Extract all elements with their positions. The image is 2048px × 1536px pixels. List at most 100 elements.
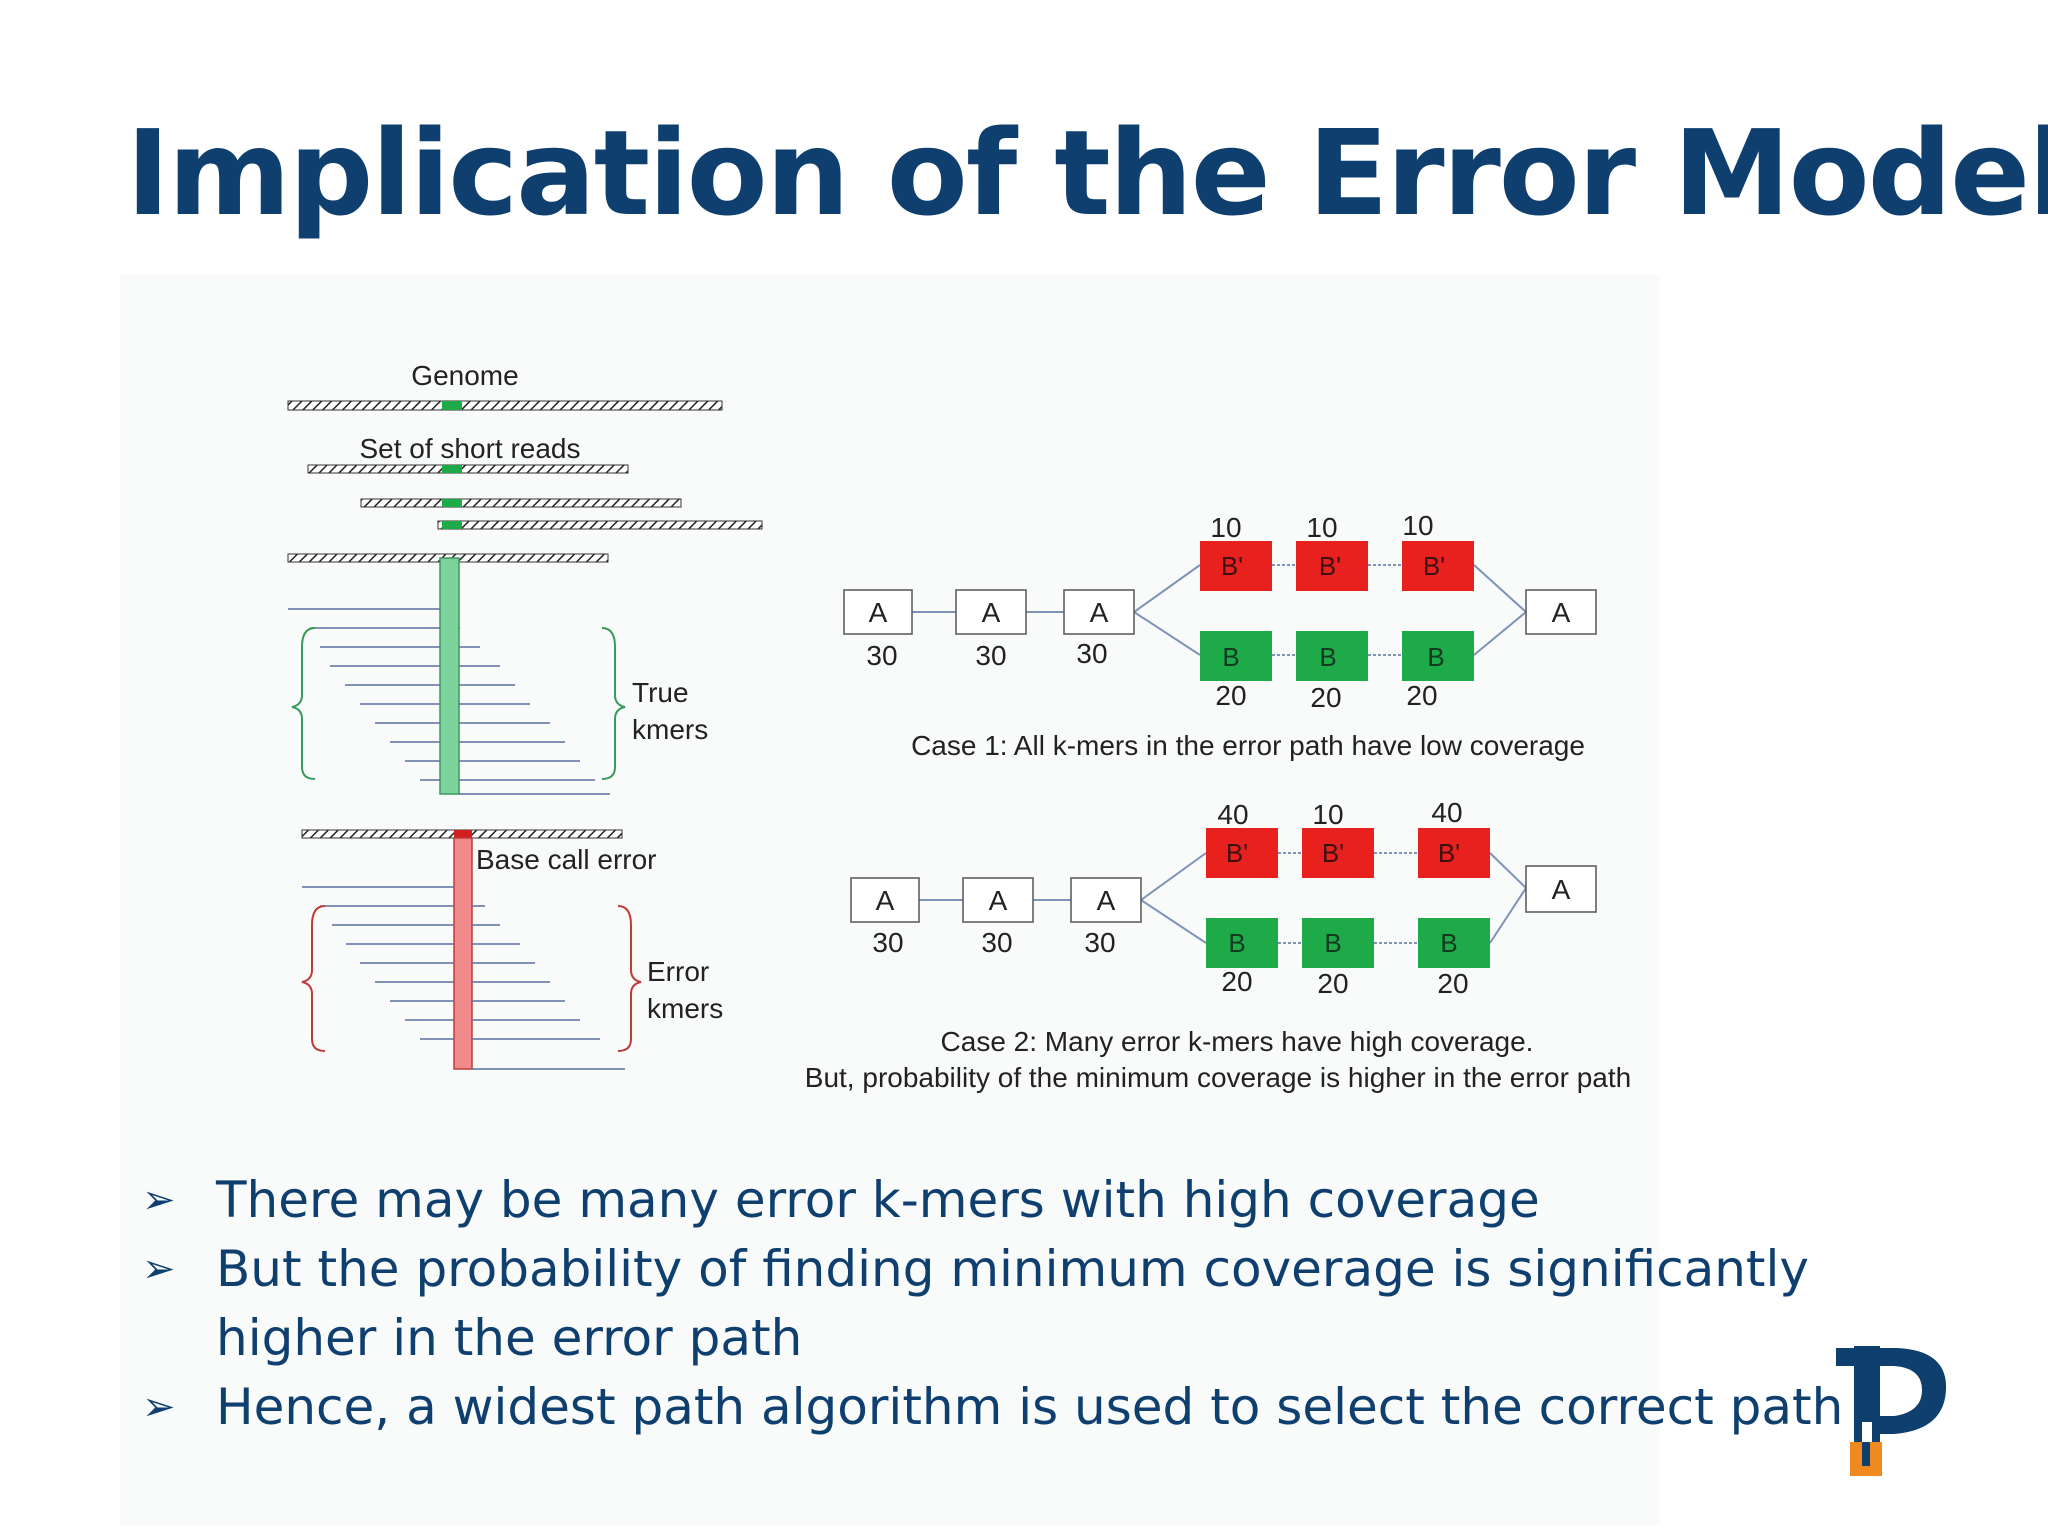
case1-graph: A A A A 30 30 30 10 10 10 20 20 20 B' B'…: [843, 510, 1597, 761]
institution-logo-icon: [1836, 1346, 1947, 1476]
error-kmers-label-line2: kmers: [647, 993, 723, 1024]
bullet-text: There may be many error k-mers with high…: [216, 1171, 1540, 1229]
arrow-bullet-icon: ➢: [142, 1246, 176, 1292]
case1-true-node-coverage: 20: [1310, 682, 1341, 713]
case2-true-node: [1418, 918, 1490, 968]
case2-node-a-coverage: 30: [1084, 927, 1115, 958]
case1-caption: Case 1: All k-mers in the error path hav…: [911, 730, 1585, 761]
case1-error-node-label: B': [1423, 551, 1445, 581]
arrow-bullet-icon: ➢: [142, 1177, 176, 1223]
case1-error-node: [1296, 541, 1368, 591]
case2-true-node: [1302, 918, 1374, 968]
case2-error-node: [1302, 828, 1374, 878]
true-kmer-brace-right: [601, 627, 626, 780]
case2-true-node-coverage: 20: [1221, 966, 1252, 997]
case1-true-node-label: B: [1427, 642, 1444, 672]
case1-true-node: [1402, 631, 1474, 681]
bullet-text: Hence, a widest path algorithm is used t…: [216, 1378, 1844, 1436]
base-call-error-label: Base call error: [476, 844, 657, 875]
case2-true-node-label: B: [1440, 928, 1457, 958]
case2-error-node-label: B': [1438, 838, 1460, 868]
case2-error-node: [1206, 828, 1278, 878]
true-kmer-brace-left: [291, 627, 316, 780]
page-title: Implication of the Error Model: [126, 104, 2048, 242]
read-bar: [360, 498, 682, 508]
case2-end-node: [1525, 865, 1597, 913]
case1-node-a: [955, 589, 1027, 635]
reads-label: Set of short reads: [359, 433, 580, 464]
case2-node-a-coverage: 30: [872, 927, 903, 958]
case2-node-a-label: A: [989, 885, 1008, 916]
case2-caption-line1: Case 2: Many error k-mers have high cove…: [941, 1026, 1534, 1057]
case1-true-node-coverage: 20: [1406, 680, 1437, 711]
case1-true-node-coverage: 20: [1215, 680, 1246, 711]
case2-error-node-label: B': [1226, 838, 1248, 868]
case1-end-node: [1525, 589, 1597, 635]
case2-node-a: [850, 877, 920, 923]
case1-error-node: [1402, 541, 1474, 591]
error-kmers-label-line1: Error: [647, 956, 709, 987]
case2-graph: A A A A 30 30 30 40 10 40 20 20 20 B' B'…: [805, 797, 1631, 1093]
case2-end-node-label: A: [1552, 874, 1571, 905]
case1-node-a-label: A: [982, 597, 1001, 628]
bullet-item: ➢ But the probability of finding minimum…: [140, 1235, 1816, 1373]
case2-error-node-label: B': [1322, 838, 1344, 868]
case2-caption-line2: But, probability of the minimum coverage…: [805, 1062, 1631, 1093]
case1-error-node-label: B': [1319, 551, 1341, 581]
case1-node-a-label: A: [869, 597, 888, 628]
error-kmer-brace-left: [301, 905, 326, 1052]
genome-bar: [287, 400, 723, 411]
diagram-panel: Genome Set of short reads True kmers Bas…: [120, 275, 1660, 1525]
case2-node-a-label: A: [1097, 885, 1116, 916]
case2-node-a: [962, 877, 1034, 923]
case2-node-a-coverage: 30: [981, 927, 1012, 958]
true-kmer-lines: [288, 608, 610, 795]
case2-true-node-coverage: 20: [1317, 968, 1348, 999]
case1-end-node-label: A: [1552, 597, 1571, 628]
error-kmer-column: [453, 837, 473, 1070]
bullet-list: ➢ There may be many error k-mers with hi…: [140, 1166, 1843, 1442]
read-bar: [307, 464, 629, 474]
case1-true-node-label: B: [1222, 642, 1239, 672]
error-kmer-brace-right: [617, 905, 642, 1052]
bullet-item: ➢ Hence, a widest path algorithm is used…: [140, 1373, 1843, 1442]
case2-node-a: [1070, 877, 1142, 923]
case1-true-node: [1296, 631, 1368, 681]
error-read-marker: [454, 830, 472, 838]
read-marker: [442, 465, 462, 473]
case2-error-node-coverage: 40: [1217, 799, 1248, 830]
true-kmers-label-line2: kmers: [632, 714, 708, 745]
case1-error-node: [1200, 541, 1272, 591]
bullet-item: ➢ There may be many error k-mers with hi…: [140, 1166, 1843, 1235]
case2-true-node-label: B: [1228, 928, 1245, 958]
arrow-bullet-icon: ➢: [142, 1384, 176, 1430]
case2-true-node: [1206, 918, 1278, 968]
read-marker: [442, 499, 462, 507]
case1-node-a-coverage: 30: [1076, 638, 1107, 669]
case2-error-node-coverage: 40: [1431, 797, 1462, 828]
read-marker: [442, 521, 462, 529]
case2-node-a-label: A: [876, 885, 895, 916]
case1-error-node-coverage: 10: [1210, 512, 1241, 543]
case1-node-a: [843, 589, 913, 635]
case1-node-a-label: A: [1090, 597, 1109, 628]
case1-true-node: [1200, 631, 1272, 681]
bullet-text: But the probability of finding minimum c…: [216, 1240, 1810, 1367]
case1-node-a-coverage: 30: [866, 640, 897, 671]
case1-true-node-label: B: [1319, 642, 1336, 672]
case2-true-node-label: B: [1324, 928, 1341, 958]
true-kmer-column: [439, 557, 460, 795]
case1-error-node-coverage: 10: [1306, 512, 1337, 543]
case2-true-node-coverage: 20: [1437, 968, 1468, 999]
error-model-diagram: Genome Set of short reads True kmers Bas…: [287, 360, 1631, 1093]
genome-label: Genome: [411, 360, 518, 391]
case1-error-node-coverage: 10: [1402, 510, 1433, 541]
true-kmers-label-line1: True: [632, 677, 689, 708]
case1-error-node-label: B': [1221, 551, 1243, 581]
case1-node-a-coverage: 30: [975, 640, 1006, 671]
error-kmer-lines: [302, 886, 625, 1070]
genome-marker: [442, 401, 462, 410]
case2-error-node: [1418, 828, 1490, 878]
case1-node-a: [1063, 589, 1135, 635]
case2-error-node-coverage: 10: [1312, 799, 1343, 830]
